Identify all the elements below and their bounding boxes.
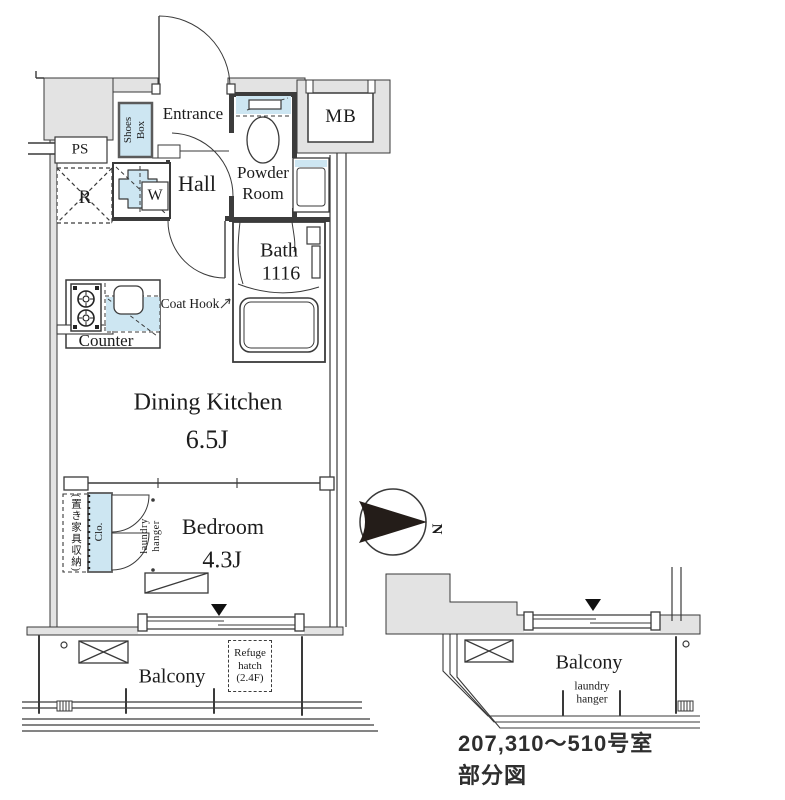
drain-grate-icon	[677, 700, 694, 712]
closet	[62, 492, 155, 573]
closet-door	[111, 494, 150, 533]
entrance-step	[152, 144, 229, 159]
label-laundry-hanger: laundry hanger	[139, 518, 162, 554]
drain-grate-icon	[56, 700, 73, 712]
entrance-door	[151, 15, 236, 95]
bath-room	[232, 221, 326, 363]
wall-break-mark	[28, 71, 57, 155]
label-furniture-storage: (置き家具収納)	[70, 494, 81, 572]
desk-counter	[144, 572, 209, 594]
label-coat-hook: Coat Hook	[160, 296, 220, 311]
pipe-space-box	[54, 136, 108, 164]
coat-hook-arrow	[220, 298, 231, 309]
sink-icon	[113, 285, 144, 315]
label-bath: Bath	[260, 239, 298, 262]
label-bath-module: 1116	[261, 262, 301, 285]
label-counter: Counter	[78, 331, 134, 350]
label-bedroom-size: 4.3J	[202, 547, 242, 574]
label-balcony-main: Balcony	[138, 665, 206, 688]
refrigerator-space	[56, 167, 113, 224]
balcony-main	[22, 635, 378, 732]
label-balcony-right: Balcony	[555, 651, 623, 674]
refuge-hatch-box: Refuge hatch (2.4F)	[228, 640, 272, 692]
meter-box	[305, 79, 376, 143]
washer-space	[112, 162, 171, 219]
washbasin-icon	[292, 157, 330, 213]
label-washer: W	[147, 187, 163, 204]
hall-dk-door	[167, 220, 226, 279]
label-dining-kitchen-size: 6.5J	[185, 425, 229, 454]
drain-icon	[60, 641, 68, 649]
right-section-window	[523, 599, 661, 632]
ac-unit-icon	[464, 639, 514, 663]
drain-icon	[682, 640, 690, 648]
label-powder-room: Powder Room	[237, 163, 289, 203]
closet-door	[111, 532, 150, 571]
label-laundry-hanger-right: laundry hanger	[574, 680, 610, 706]
balcony-right-structure	[442, 634, 700, 729]
powder-room-door	[171, 132, 234, 197]
ac-unit-icon	[78, 640, 129, 664]
label-entrance: Entrance	[162, 104, 224, 123]
caption-room-numbers: 207,310〜510号室部分図	[458, 731, 654, 788]
right-walls	[329, 153, 347, 627]
label-meter-box: MB	[325, 106, 357, 127]
toilet-icon	[236, 96, 291, 164]
kitchen-unit	[56, 279, 161, 349]
compass-icon	[359, 488, 427, 556]
shoes-box	[117, 101, 154, 159]
label-bedroom: Bedroom	[182, 514, 264, 539]
bedroom-window	[137, 604, 305, 634]
label-dining-kitchen: Dining Kitchen	[133, 389, 283, 416]
label-north: N	[428, 523, 445, 535]
window-marker-icon	[585, 599, 601, 611]
window-marker-icon	[211, 604, 227, 616]
label-pipe-space: PS	[71, 141, 89, 158]
label-hall: Hall	[178, 171, 216, 196]
room-partition	[63, 476, 335, 491]
label-shoes-box: Shoes Box	[122, 116, 147, 144]
label-closet: Clo.	[93, 522, 105, 542]
label-refrigerator: R	[78, 187, 92, 208]
